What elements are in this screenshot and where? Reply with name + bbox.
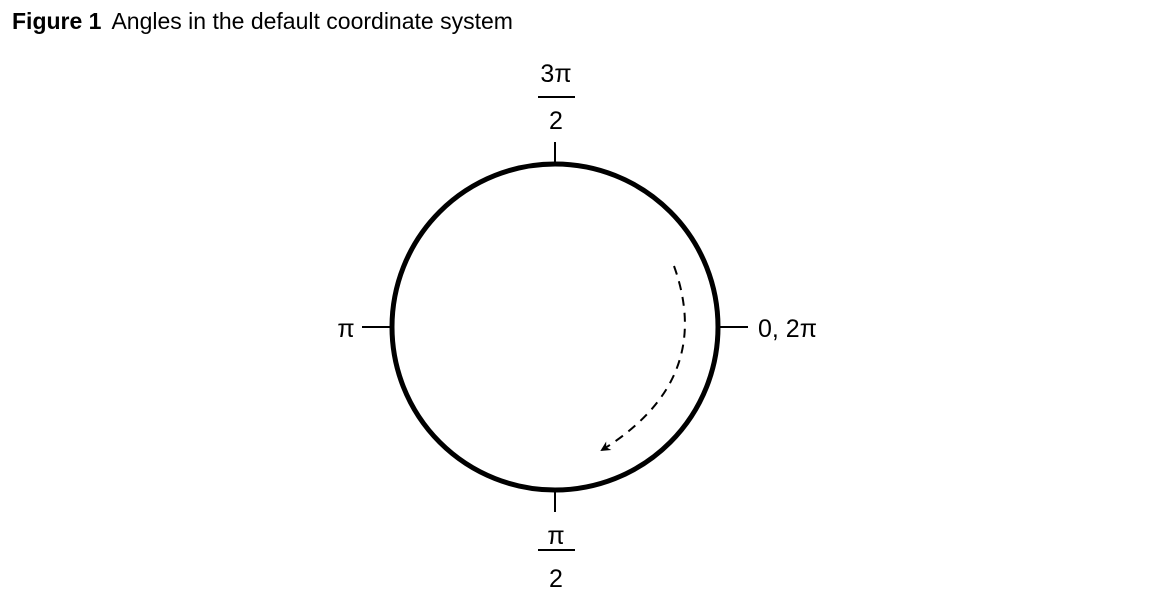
unit-circle bbox=[389, 161, 721, 493]
angle-label-right: 0, 2π bbox=[758, 315, 817, 343]
figure-title: Figure 1 Angles in the default coordinate… bbox=[12, 7, 513, 35]
angle-label-left: π bbox=[337, 315, 354, 343]
angle-label-top-numerator: 3π bbox=[540, 60, 571, 88]
angle-label-bottom-numerator: π bbox=[547, 522, 564, 550]
angle-label-bottom-denominator: 2 bbox=[549, 565, 563, 593]
figure-label: Figure 1 bbox=[12, 8, 102, 34]
figure-caption: Angles in the default coordinate system bbox=[111, 8, 513, 34]
angle-label-top-denominator: 2 bbox=[549, 107, 563, 135]
direction-arrow bbox=[600, 265, 686, 452]
